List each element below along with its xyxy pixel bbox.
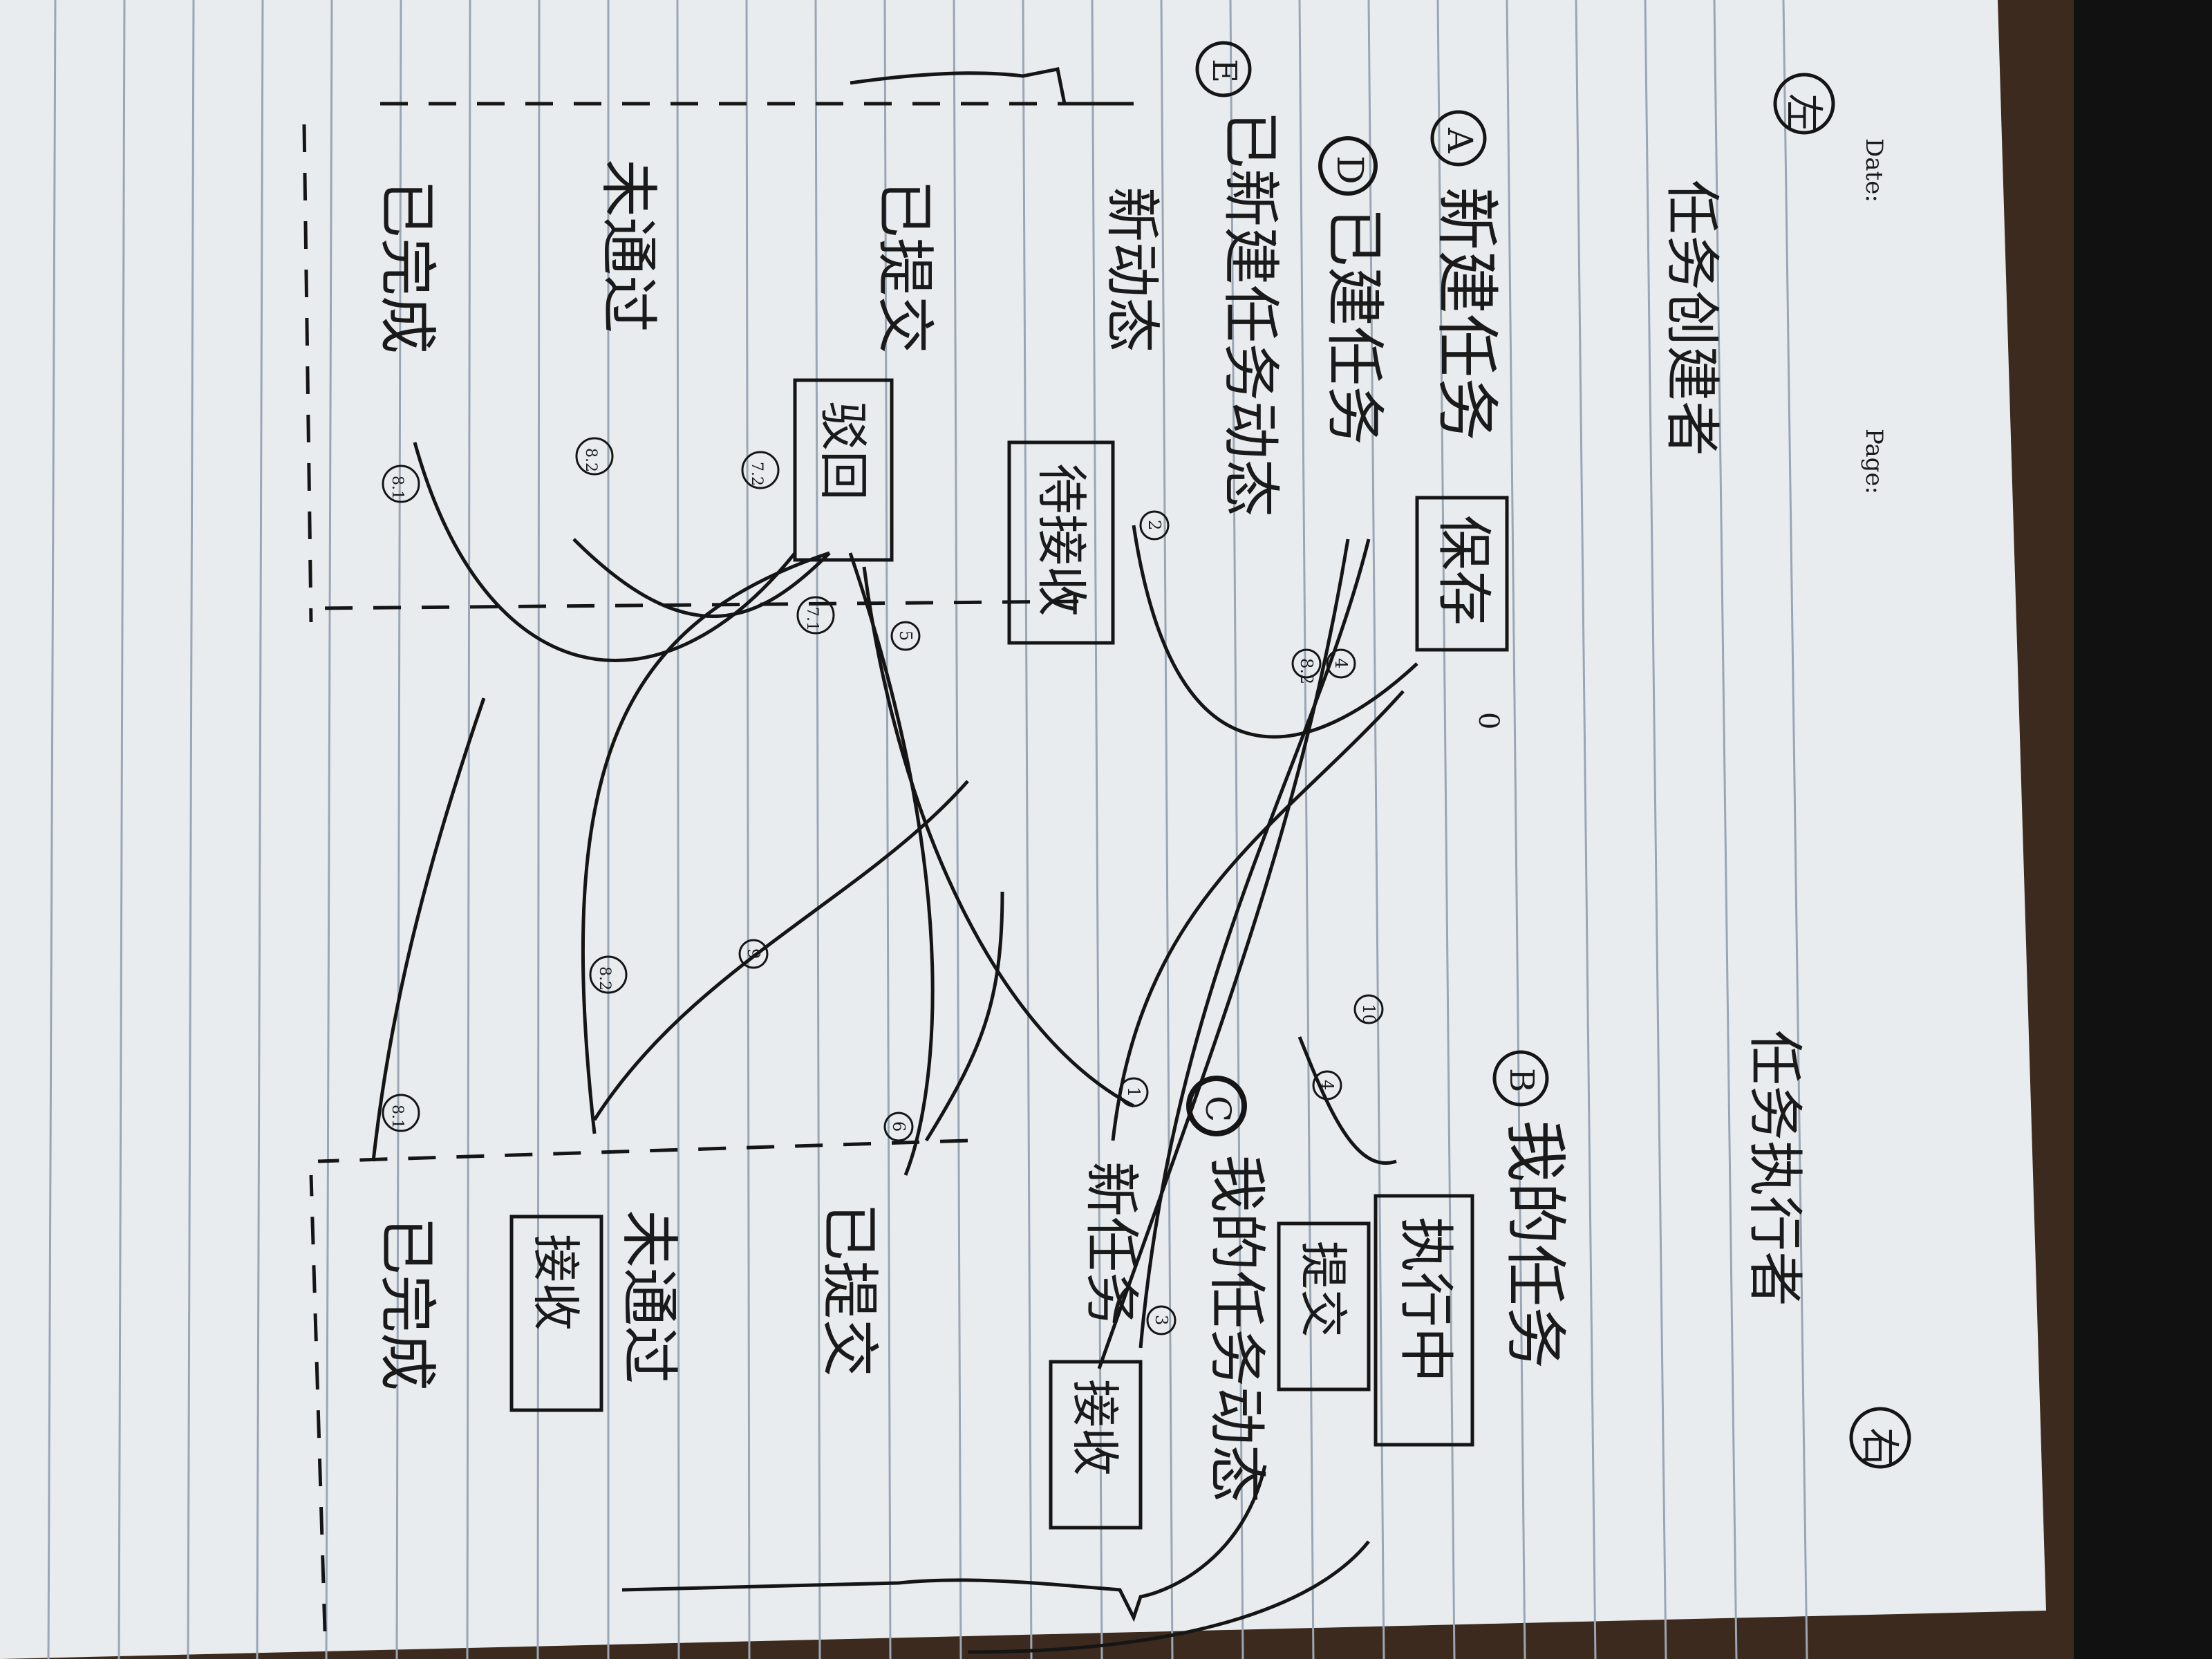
right-completed-label: 已完成 [373,1217,441,1391]
node-a-label: 新建任务 [1430,187,1503,441]
left-completed-label: 已完成 [373,180,441,354]
node-a-box-label: 保存 [1432,515,1496,626]
right-column-title: 任务执行者 [1743,1030,1807,1306]
bottom-brace [621,67,1370,1654]
arrow-8-1-left [413,442,796,663]
left-column: A 新建任务 保存 0 D 已建任务 E 已新建任务动态 新动态 待接收 已提交… [373,41,1509,729]
arrow-5 [862,566,1135,1108]
node-c-id: C [1198,1096,1238,1122]
node-e-circle [1195,41,1252,97]
node-d-label: 已建任务 [1320,207,1389,445]
right-failed-box-label: 接收 [527,1234,584,1331]
svg-text:4: 4 [1331,658,1351,668]
notebook-page [0,0,2046,1659]
left-column-title: 任务创建者 [1660,180,1724,456]
svg-text:7.2: 7.2 [748,462,765,486]
right-failed-box [509,1215,603,1412]
svg-text:8.1: 8.1 [388,476,406,500]
svg-text:3: 3 [1152,1315,1171,1325]
left-failed-label: 未通过 [594,159,662,333]
arrow-8-2 [581,551,830,1134]
svg-text:8.2: 8.2 [582,448,599,472]
dashed-separators [302,102,1134,1632]
right-column: B 我的任务 执行中 C 我的任务动态 新任务 接收 提交 已提交 未通过 接收… [373,1050,1571,1530]
svg-text:4: 4 [1318,1080,1337,1090]
svg-text:7.1: 7.1 [803,607,821,631]
notebook-binder [2074,0,2212,1659]
node-c-submit-box [1277,1221,1371,1391]
left-marker-circle [1773,73,1835,135]
svg-text:8.1: 8.1 [388,1105,406,1129]
step-markers: 2 8.2 4 5 7.1 7.2 8.2 8.1 8.2 9 10 4 1 6… [382,437,1384,1335]
node-c-circle [1186,1076,1247,1136]
arrow-6 [924,891,1004,1142]
page-header: Date: Page: 左 右 [1773,73,1911,1469]
ruled-lines [47,0,1808,1659]
node-b-box [1374,1194,1474,1447]
flow-arrows [371,442,1418,1369]
page-label: Page: [1860,429,1888,494]
arrow-9 [592,780,969,1121]
arrow-7-2 [572,538,831,619]
date-label: Date: [1860,138,1888,203]
right-marker: 右 [1857,1427,1902,1466]
svg-text:10: 10 [1359,1004,1378,1025]
node-a-circle [1430,110,1487,167]
arrow-4 [1097,538,1350,1369]
svg-text:9: 9 [744,948,763,959]
left-reject-label: 驳回 [814,401,872,500]
left-reject-box [793,378,894,562]
node-e-id: E [1205,59,1244,83]
node-a-box [1415,496,1509,652]
node-b-circle [1492,1050,1549,1107]
node-d-id: D [1329,156,1370,185]
right-submitted-label: 已提交 [816,1203,883,1377]
arrow-10 [1297,1036,1397,1165]
svg-text:5: 5 [896,630,915,641]
node-b-id: B [1502,1068,1541,1092]
node-d-circle [1318,136,1378,196]
arrow-1 [1132,525,1418,739]
node-b-box-label: 执行中 [1394,1217,1458,1382]
node-c-submit-label: 提交 [1295,1241,1351,1338]
node-e-label: 已新建任务动态 [1217,111,1284,517]
node-c-sub-label: 新任务 [1079,1161,1143,1327]
left-submitted-label: 已提交 [871,180,939,354]
svg-text:8.2: 8.2 [596,966,613,991]
left-marker: 左 [1781,93,1826,132]
node-c-box [1049,1360,1143,1530]
node-e-box [1007,440,1115,645]
step-0: 0 [1472,712,1504,729]
arrow-8-1-right [371,697,486,1162]
svg-text:6: 6 [889,1121,908,1132]
node-c-box-label: 接收 [1067,1379,1123,1476]
arrow-7 [848,552,935,1176]
svg-text:1: 1 [1124,1087,1143,1097]
right-marker-circle [1849,1407,1911,1469]
node-e-box-label: 待接收 [1031,463,1091,617]
svg-text:8.2: 8.2 [1297,658,1316,684]
right-failed-label: 未通过 [615,1210,683,1384]
node-c-label: 我的任务动态 [1203,1154,1271,1503]
arrow-2 [1111,690,1405,1141]
svg-text:2: 2 [1145,520,1164,530]
node-b-label: 我的任务 [1499,1120,1571,1369]
node-e-sub-label: 新动态 [1100,187,1164,353]
node-a-id: A [1440,127,1480,153]
